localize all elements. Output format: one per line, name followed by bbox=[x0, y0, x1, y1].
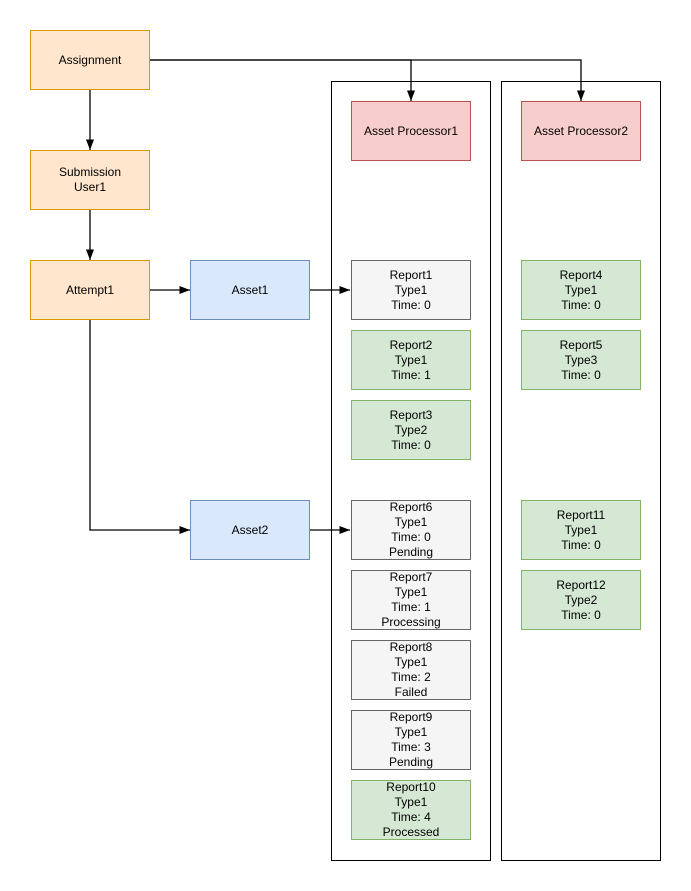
node-report12: Report12 Type2 Time: 0 bbox=[521, 570, 641, 630]
node-asset-processor2: Asset Processor2 bbox=[521, 101, 641, 161]
container-processor2-lane bbox=[501, 81, 661, 861]
node-attempt1: Attempt1 bbox=[30, 260, 150, 320]
node-report10: Report10 Type1 Time: 4 Processed bbox=[351, 780, 471, 840]
node-asset2: Asset2 bbox=[190, 500, 310, 560]
edge-attempt1-to-asset2 bbox=[89, 320, 190, 534]
node-report3: Report3 Type2 Time: 0 bbox=[351, 400, 471, 460]
node-report11: Report11 Type1 Time: 0 bbox=[521, 500, 641, 560]
node-report6: Report6 Type1 Time: 0 Pending bbox=[351, 500, 471, 560]
node-asset1: Asset1 bbox=[190, 260, 310, 320]
node-report2: Report2 Type1 Time: 1 bbox=[351, 330, 471, 390]
container-processor1-lane bbox=[331, 81, 491, 861]
node-report7: Report7 Type1 Time: 1 Processing bbox=[351, 570, 471, 630]
node-asset-processor1: Asset Processor1 bbox=[351, 101, 471, 161]
node-submission-user1: Submission User1 bbox=[30, 150, 150, 210]
node-report1: Report1 Type1 Time: 0 bbox=[351, 260, 471, 320]
node-report8: Report8 Type1 Time: 2 Failed bbox=[351, 640, 471, 700]
node-report9: Report9 Type1 Time: 3 Pending bbox=[351, 710, 471, 770]
node-report5: Report5 Type3 Time: 0 bbox=[521, 330, 641, 390]
node-assignment: Assignment bbox=[30, 30, 150, 90]
node-report4: Report4 Type1 Time: 0 bbox=[521, 260, 641, 320]
